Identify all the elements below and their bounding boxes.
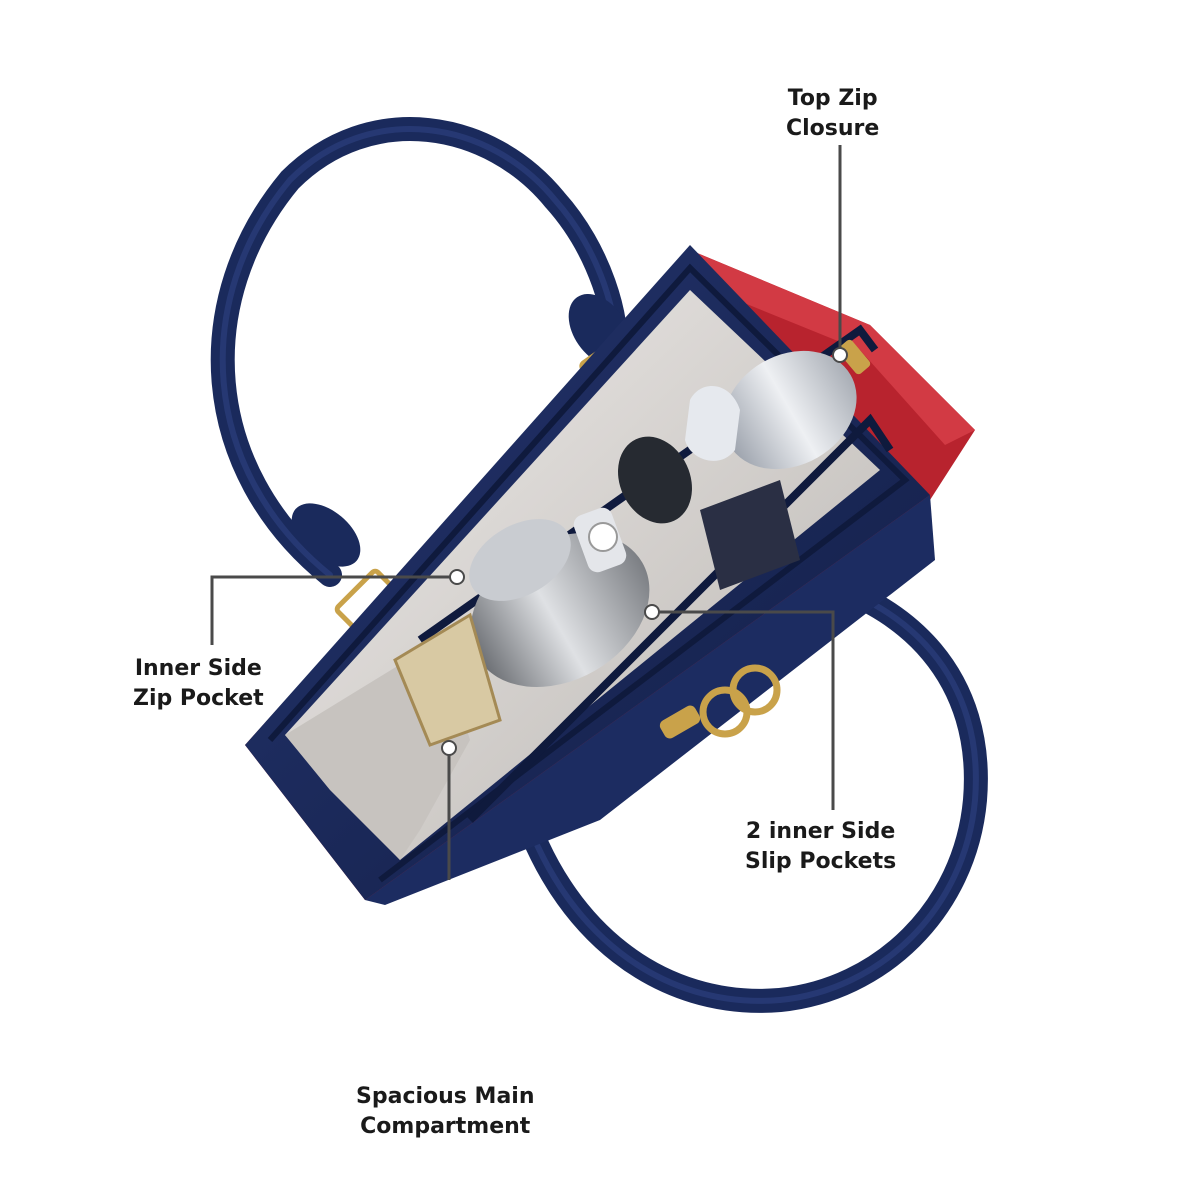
callout-slip-line1: 2 inner Side [745,819,896,844]
left-handle [210,117,649,632]
callout-dots [441,347,848,756]
callout-top-zip-closure: Top Zip Closure [786,84,879,144]
callout-top-zip-line1: Top Zip [787,86,878,111]
callout-main-line2: Compartment [360,1114,531,1139]
callout-slip-pockets: 2 inner Side Slip Pockets [745,817,896,877]
callout-slip-line2: Slip Pockets [745,849,897,874]
callout-inner-zip-line2: Zip Pocket [133,686,264,711]
callout-main-compartment: Spacious Main Compartment [356,1082,535,1142]
bag-contents [393,350,857,747]
callout-main-line1: Spacious Main [356,1084,535,1109]
callout-inner-zip-line1: Inner Side [134,656,262,681]
callout-lines [210,145,842,880]
logo-clasp [659,664,781,739]
callout-top-zip-line2: Closure [786,116,880,141]
callout-inner-side-zip-pocket: Inner Side Zip Pocket [133,654,264,714]
